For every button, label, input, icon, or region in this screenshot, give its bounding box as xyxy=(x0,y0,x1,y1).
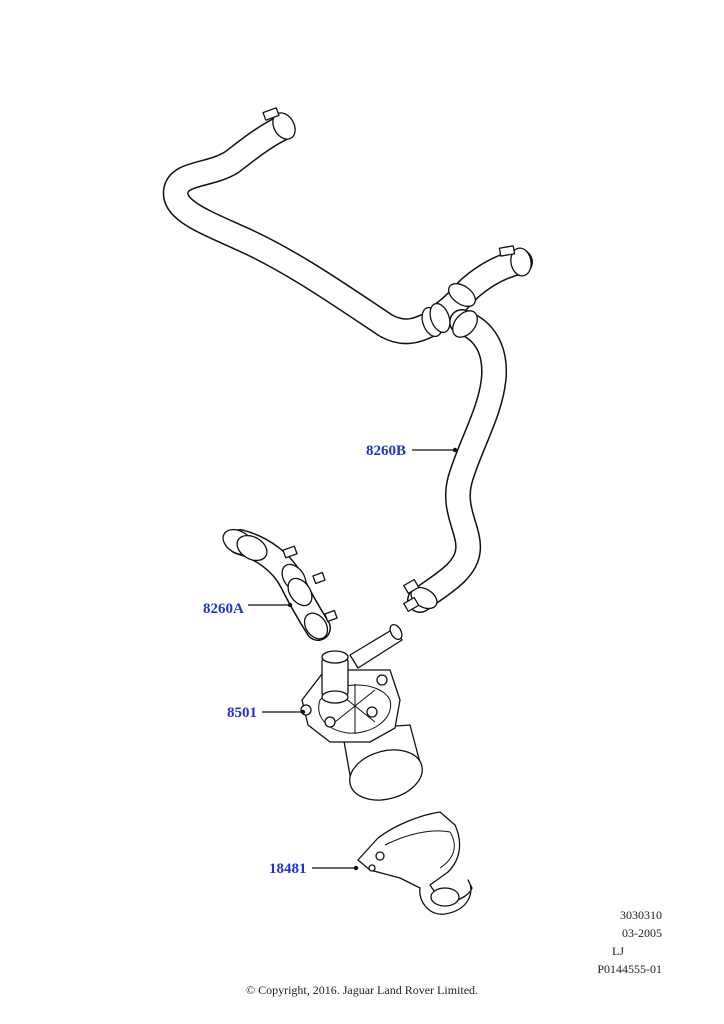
pump-bracket[interactable] xyxy=(357,811,473,915)
reference-code: LJ xyxy=(612,944,624,958)
callout-8260a[interactable]: 8260A xyxy=(203,601,244,617)
leader-lines xyxy=(248,447,458,871)
reference-number: 3030310 xyxy=(620,908,662,922)
reference-date: 03-2005 xyxy=(622,926,662,940)
callout-8501[interactable]: 8501 xyxy=(227,705,257,721)
reference-illustration-id: P0144555-01 xyxy=(597,962,662,976)
copyright-notice: © Copyright, 2016. Jaguar Land Rover Lim… xyxy=(245,983,479,997)
water-pump[interactable] xyxy=(300,623,428,808)
coolant-hose-lower[interactable] xyxy=(219,524,338,643)
callout-18481[interactable]: 18481 xyxy=(269,861,307,877)
coolant-hose-upper[interactable] xyxy=(162,107,534,613)
callout-8260b[interactable]: 8260B xyxy=(366,443,407,459)
